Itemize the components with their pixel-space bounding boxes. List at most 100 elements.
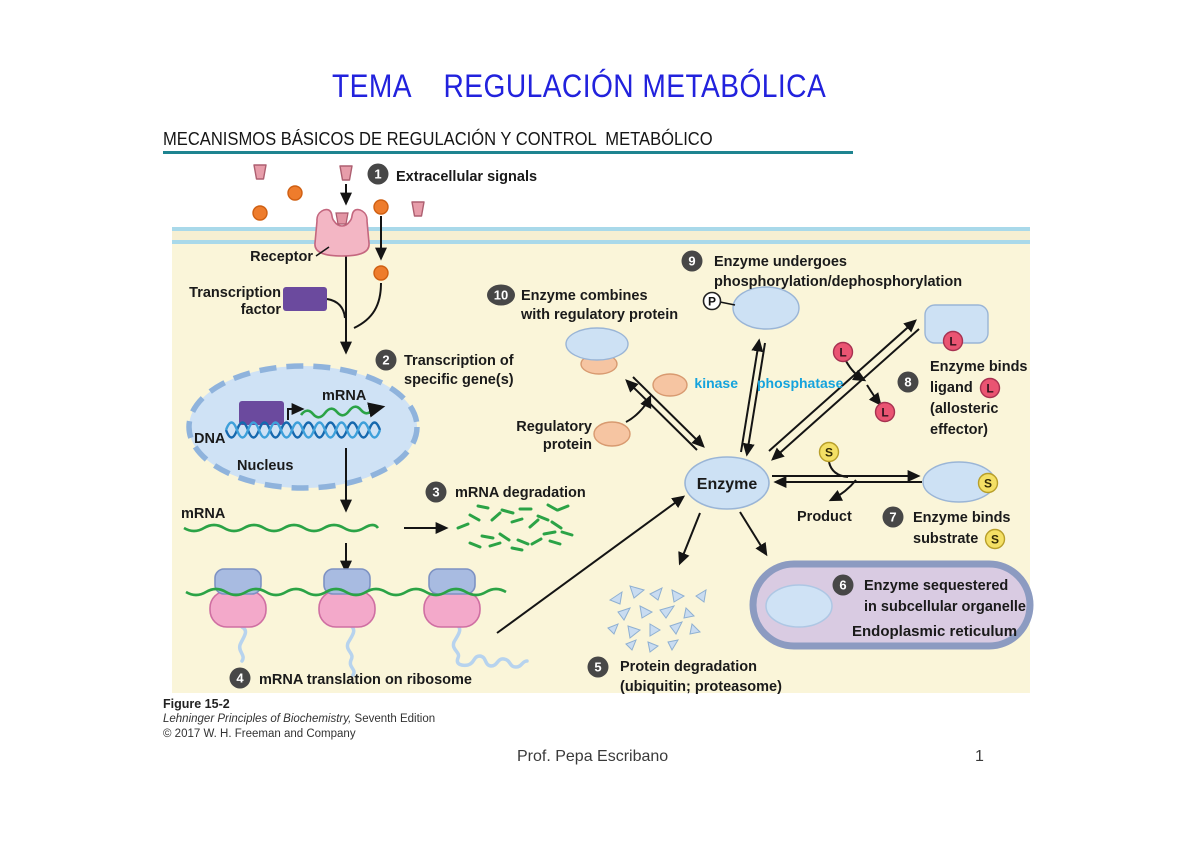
signal-connector (353, 282, 382, 329)
polysome (185, 568, 529, 677)
reversible-arrows (625, 319, 922, 502)
signal-circle (373, 199, 389, 215)
enzyme-ligand-complex: L (924, 304, 989, 352)
page-number: 1 (975, 748, 984, 765)
step-8-label-1: Enzyme binds (930, 359, 1028, 375)
regulatory-protein-label-1: Regulatory (516, 419, 592, 435)
dna-helix (224, 421, 382, 439)
nascent-mrna-arrow (299, 402, 386, 419)
phosphate-group (702, 291, 722, 311)
product-label: Product (797, 509, 852, 525)
nucleus (186, 363, 420, 491)
svg-text:P: P (708, 295, 716, 309)
svg-text:L: L (949, 335, 956, 349)
bound-signal (335, 212, 349, 225)
enzyme-ligand-arrow-b (771, 328, 920, 461)
kinase-arrow (740, 338, 764, 453)
step-5-badge (587, 656, 609, 678)
tf-connector (326, 298, 346, 319)
enzyme-ligand-arrow-a (768, 319, 917, 452)
er-label: Endoplasmic reticulum (852, 623, 1017, 640)
step-10-badge (487, 284, 515, 306)
svg-text:2: 2 (382, 353, 389, 368)
step-5-label-2: (ubiquitin; proteasome) (620, 679, 782, 695)
transcription-start-arrow (287, 403, 305, 420)
svg-text:L: L (986, 382, 993, 396)
figure-source: Lehninger Principles of Biochemistry, Se… (163, 713, 435, 725)
step-8-label-4: effector) (930, 422, 988, 438)
transcription-factor (283, 287, 327, 311)
signal-circle (252, 205, 268, 221)
step-5-label-1: Protein degradation (620, 659, 757, 675)
svg-text:S: S (984, 477, 992, 491)
membrane-inner-leaflet (172, 240, 1030, 244)
enzyme-to-degradation-arrow (678, 512, 701, 566)
svg-text:1: 1 (374, 167, 381, 182)
svg-text:8: 8 (904, 375, 911, 390)
receptor-leader-line (315, 246, 330, 257)
mrna-fragments (456, 503, 574, 552)
svg-text:3: 3 (432, 485, 439, 500)
slide-subtitle: MECANISMOS BÁSICOS DE REGULACIÓN Y CONTR… (163, 129, 713, 149)
step-10-label-2: with regulatory protein (520, 307, 678, 323)
ligand-circle (874, 401, 896, 423)
enzyme-regulatory-arrow-a (625, 379, 698, 451)
step-1-badge (367, 163, 389, 185)
step-8-badge (897, 371, 919, 393)
enzyme-to-er-arrow (739, 511, 768, 557)
ligand-circle (832, 341, 854, 363)
footer-author: Prof. Pepa Escribano (517, 748, 669, 765)
substrate-circle (818, 441, 840, 463)
nascent-proteins (237, 622, 529, 677)
enzyme-label: Enzyme (697, 476, 758, 493)
ligand-release-curve (866, 384, 882, 407)
svg-text:10: 10 (494, 288, 508, 303)
figure-number: Figure 15-2 (163, 697, 230, 711)
regulatory-protein-label-2: protein (543, 437, 592, 453)
diagram-labels: Extracellular signals Receptor Transcrip… (181, 169, 1028, 695)
svg-text:6: 6 (839, 578, 846, 593)
svg-text:5: 5 (594, 660, 601, 675)
protein-fragments (607, 585, 707, 653)
kinase-label: kinase (694, 375, 738, 391)
svg-text:L: L (881, 406, 888, 420)
figure-copyright: © 2017 W. H. Freeman and Company (163, 728, 356, 740)
regulatory-protein (593, 421, 631, 447)
signal-trapezoid (253, 164, 267, 180)
enzyme-regulatory-arrow-b (632, 376, 705, 448)
step-9-label-2: phosphorylation/dephosphorylation (714, 274, 962, 290)
step-2-label-2: specific gene(s) (404, 372, 514, 388)
bound-ligand (942, 330, 964, 352)
svg-text:7: 7 (889, 510, 896, 525)
receptor-label: Receptor (250, 249, 313, 265)
svg-text:9: 9 (688, 254, 695, 269)
step-4-badge (229, 667, 251, 689)
enzyme: Enzyme (684, 456, 770, 510)
ribosome (209, 568, 481, 628)
polysome-mrna (185, 587, 507, 597)
bound-substrate (977, 472, 999, 494)
transcription-factor-label-1: Transcription (189, 285, 281, 301)
sequestered-enzyme (765, 584, 833, 628)
step-7-label-1: Enzyme binds (913, 510, 1011, 526)
step-9-label-1: Enzyme undergoes (714, 254, 847, 270)
step-badges: 1 2 3 4 5 6 7 8 9 10 (229, 163, 919, 689)
mrna-strand (183, 523, 380, 533)
bound-transcription-factor (239, 401, 284, 425)
ligand-circle-inline (979, 377, 1001, 399)
step-8-label-3: (allosteric (930, 401, 999, 417)
signal-trapezoid (339, 165, 353, 181)
signal-circle (373, 265, 389, 281)
phosphatase-arrow (742, 342, 766, 457)
phosphatase-label: phosphatase (757, 375, 844, 391)
step-6-label-1: Enzyme sequestered (864, 578, 1008, 594)
free-ligands: L L S (818, 341, 896, 463)
enzyme-regulatory-complex (565, 327, 629, 375)
endoplasmic-reticulum (749, 560, 1034, 650)
step-9-badge (681, 250, 703, 272)
dna-label: DNA (194, 431, 226, 447)
svg-text:4: 4 (236, 671, 244, 686)
step-8-label-2: ligand (930, 380, 973, 396)
slide-title: TEMA REGULACIÓN METABÓLICA (332, 68, 827, 104)
